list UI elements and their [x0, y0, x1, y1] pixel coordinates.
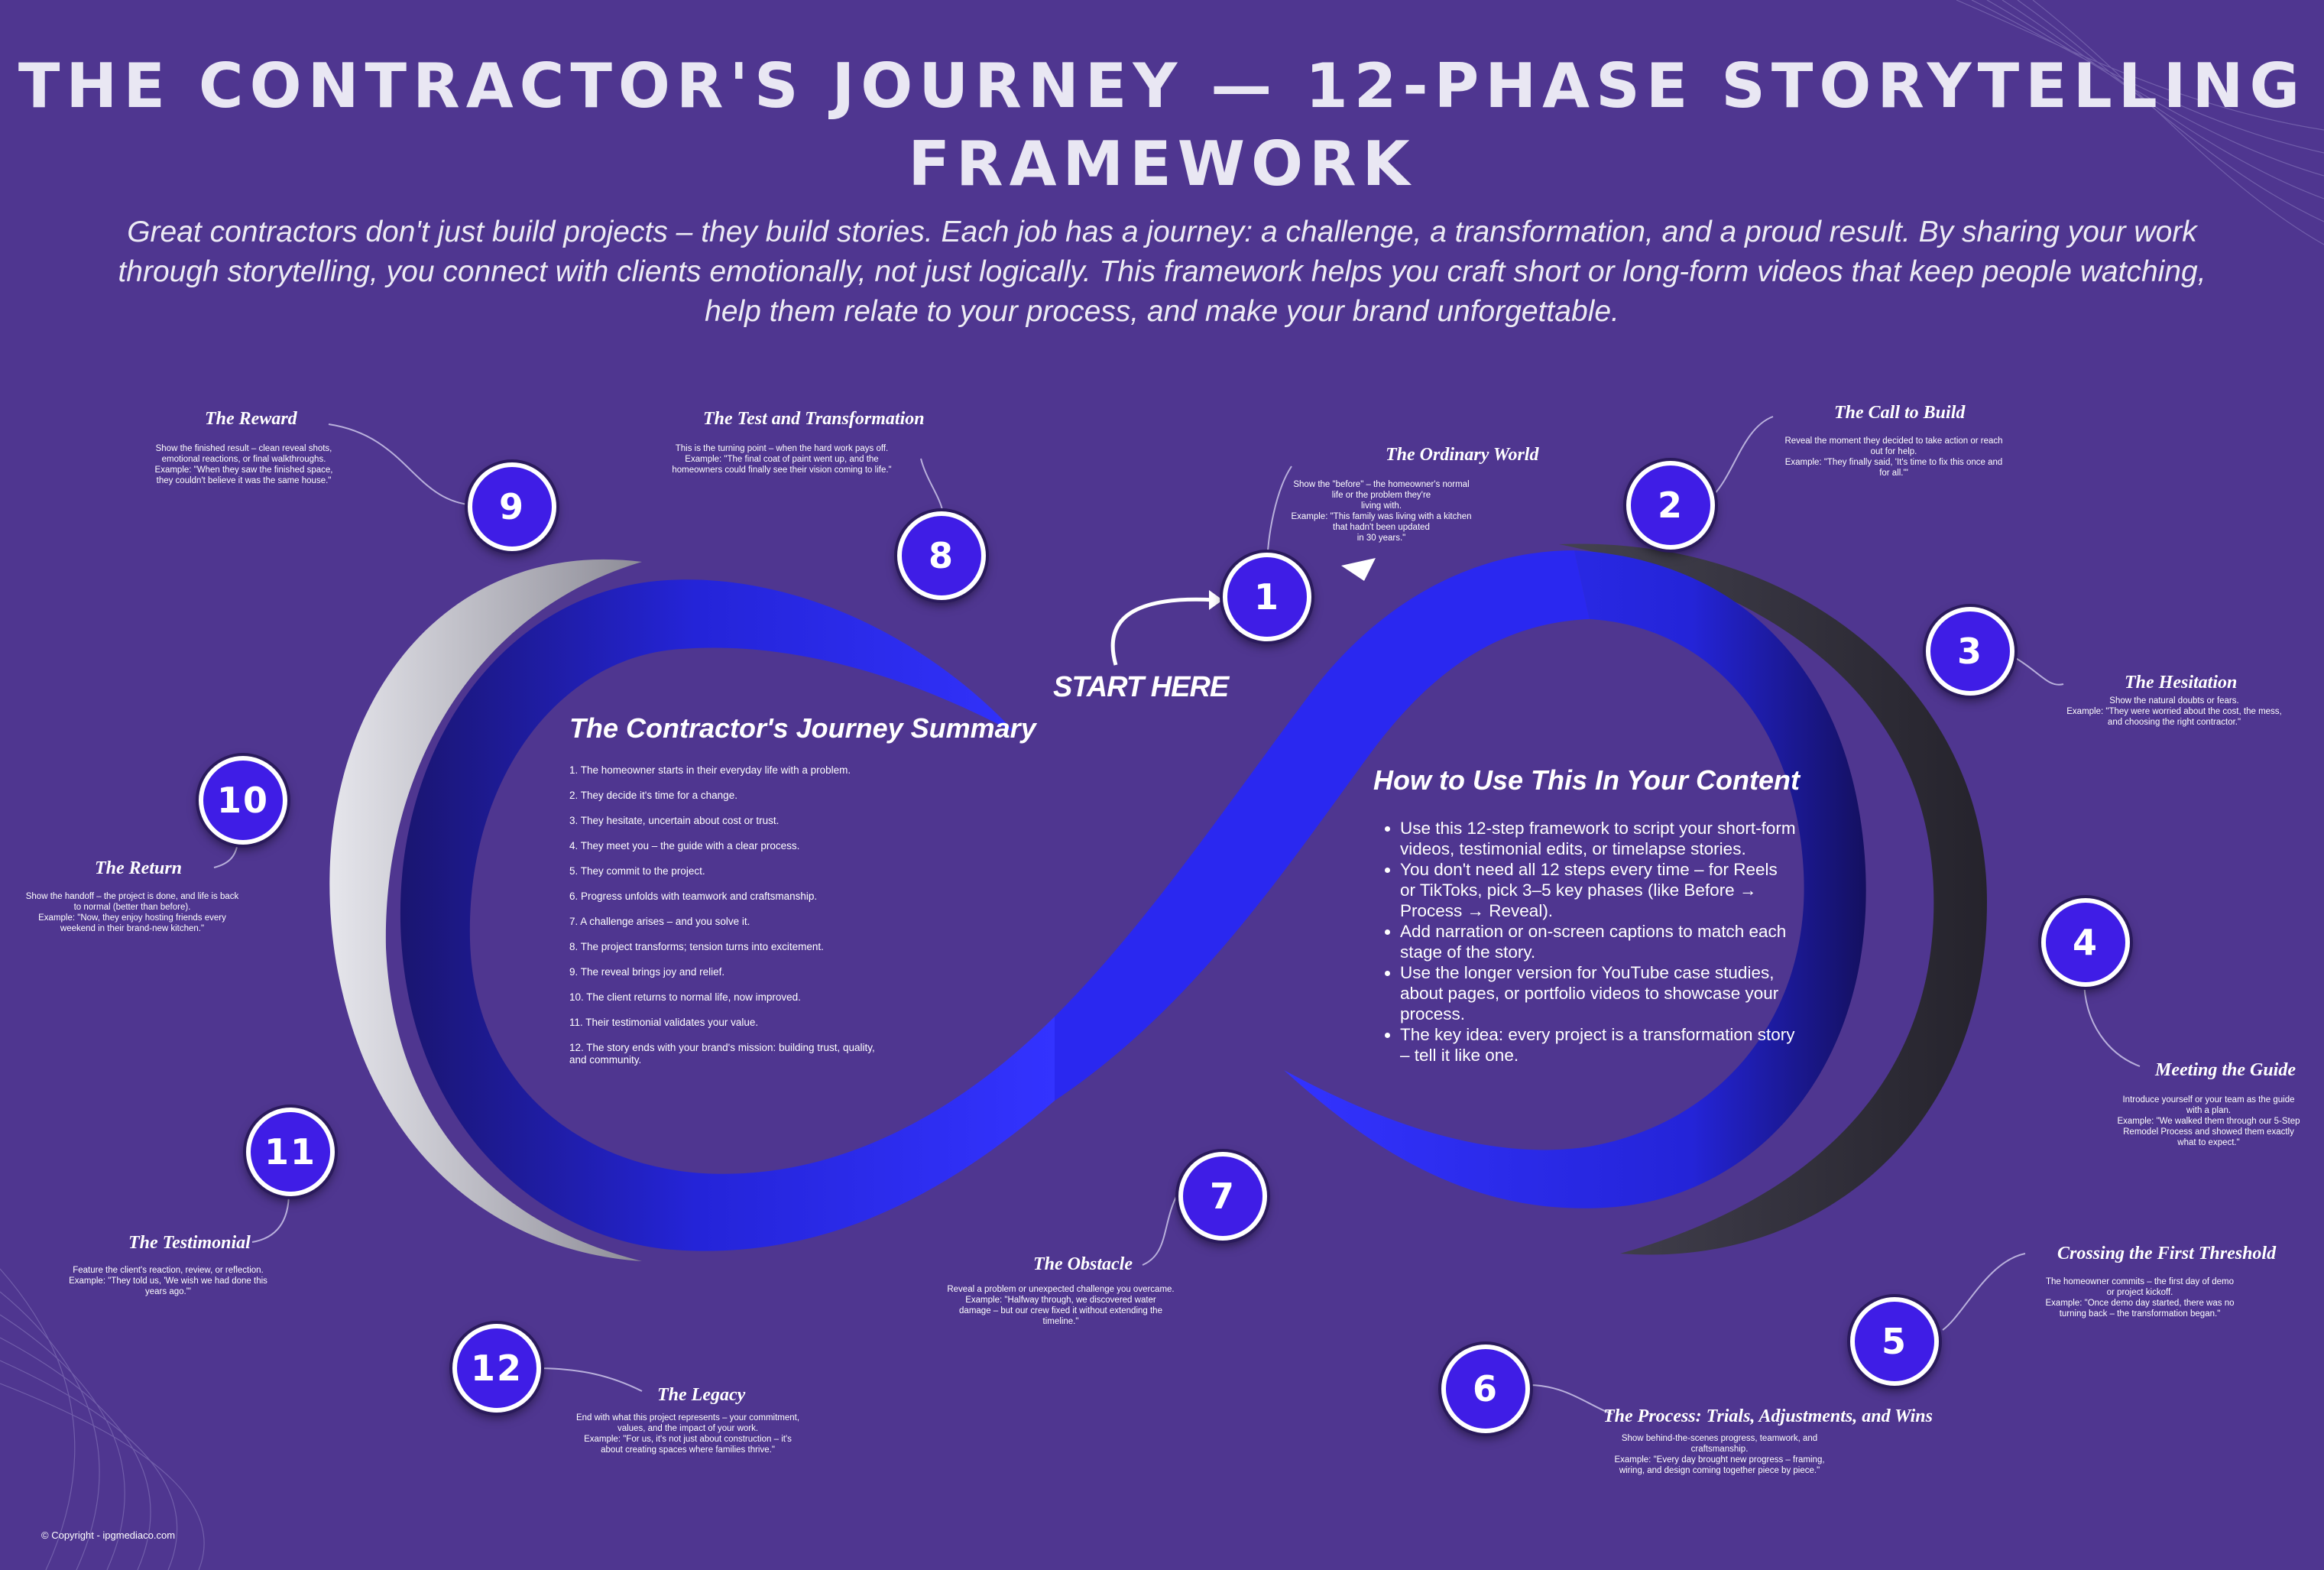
- phase-12-circle[interactable]: 12: [452, 1324, 541, 1413]
- phase-2-title: The Call to Build: [1834, 403, 1966, 423]
- summary-item: 3. They hesitate, uncertain about cost o…: [569, 815, 780, 826]
- phase-4-description: Introduce yourself or your team as the g…: [2117, 1095, 2300, 1147]
- phase-7-circle[interactable]: 7: [1178, 1152, 1267, 1241]
- howto-list: Use this 12-step framework to script you…: [1383, 818, 1797, 1066]
- summary-item: 7. A challenge arises – and you solve it…: [569, 916, 750, 927]
- phase-8-title: The Test and Transformation: [703, 409, 925, 429]
- howto-item: Use the longer version for YouTube case …: [1400, 962, 1797, 1024]
- page-title: THE CONTRACTOR'S JOURNEY — 12-PHASE STOR…: [0, 47, 2324, 203]
- phase-12-title: The Legacy: [657, 1385, 746, 1405]
- summary-item: 11. Their testimonial validates your val…: [569, 1017, 759, 1028]
- phase-10-description: Show the handoff – the project is done, …: [25, 892, 239, 933]
- left-loop-grey-band: [329, 559, 642, 1261]
- copyright-notice: © Copyright - ipgmediaco.com: [41, 1529, 175, 1541]
- summary-item: 10. The client returns to normal life, n…: [569, 991, 801, 1003]
- page-title-text: THE CONTRACTOR'S JOURNEY — 12-PHASE STOR…: [18, 50, 2306, 199]
- start-arrowhead: [1209, 590, 1223, 610]
- phase-5-circle[interactable]: 5: [1850, 1297, 1939, 1386]
- phase-7-description: Reveal a problem or unexpected challenge…: [947, 1285, 1175, 1326]
- summary-item: 5. They commit to the project.: [569, 865, 705, 877]
- phase-3-title: The Hesitation: [2125, 673, 2238, 693]
- phase-11-title: The Testimonial: [128, 1233, 251, 1253]
- phase-12-description: End with what this project represents – …: [575, 1413, 800, 1455]
- intro-paragraph: Great contractors don't just build proje…: [118, 216, 2206, 328]
- start-here-label: START HERE: [1053, 671, 1229, 703]
- phase-9-description: Show the finished result – clean reveal …: [154, 444, 333, 485]
- phase-6-title: The Process: Trials, Adjustments, and Wi…: [1603, 1406, 1933, 1426]
- phase-5-title: Crossing the First Threshold: [2057, 1244, 2277, 1263]
- phase-8-circle[interactable]: 8: [897, 511, 986, 600]
- summary-item: 4. They meet you – the guide with a clea…: [569, 840, 800, 851]
- howto-item: Add narration or on-screen captions to m…: [1400, 921, 1797, 962]
- phase-3-circle[interactable]: 3: [1926, 607, 2014, 696]
- phase-2-circle[interactable]: 2: [1626, 461, 1715, 550]
- phase-1-description: Show the "before" – the homeowner's norm…: [1291, 480, 1472, 543]
- summary-item: 2. They decide it's time for a change.: [569, 790, 737, 801]
- phase-4-title: Meeting the Guide: [2155, 1060, 2296, 1080]
- phase-11-description: Feature the client's reaction, review, o…: [69, 1266, 267, 1296]
- copyright-text: Copyright - ipgmediaco.com: [51, 1529, 176, 1541]
- howto-title: How to Use This In Your Content: [1373, 764, 1800, 796]
- summary-item: 9. The reveal brings joy and relief.: [569, 966, 725, 978]
- phase-1-circle[interactable]: 1: [1223, 553, 1311, 641]
- phase-5-description: The homeowner commits – the first day of…: [2045, 1277, 2235, 1319]
- summary-item: 12. The story ends with your brand's mis…: [569, 1042, 875, 1066]
- phase-10-title: The Return: [95, 858, 183, 878]
- summary-item: 8. The project transforms; tension turns…: [569, 941, 824, 952]
- phase-8-description: This is the turning point – when the har…: [672, 444, 892, 475]
- direction-arrow: [1341, 558, 1376, 581]
- howto-item: Use this 12-step framework to script you…: [1400, 818, 1797, 859]
- phase-9-circle[interactable]: 9: [468, 462, 556, 551]
- copyright-icon: ©: [41, 1529, 52, 1541]
- phase-2-description: Reveal the moment they decided to take a…: [1784, 436, 2003, 478]
- phase-6-description: Show behind-the-scenes progress, teamwor…: [1614, 1434, 1825, 1475]
- phase-4-circle[interactable]: 4: [2041, 898, 2130, 987]
- start-arrow: [1110, 597, 1216, 666]
- summary-item: 6. Progress unfolds with teamwork and cr…: [569, 890, 818, 902]
- phase-9-title: The Reward: [205, 409, 297, 429]
- howto-item: The key idea: every project is a transfo…: [1400, 1024, 1797, 1066]
- phase-10-circle[interactable]: 10: [199, 756, 287, 845]
- phase-7-title: The Obstacle: [1033, 1254, 1133, 1274]
- center-blue-band: [1055, 550, 1590, 1101]
- howto-item: You don't need all 12 steps every time –…: [1400, 859, 1797, 921]
- phase-6-circle[interactable]: 6: [1441, 1345, 1530, 1433]
- summary-title: The Contractor's Journey Summary: [569, 712, 1036, 744]
- summary-item: 1. The homeowner starts in their everyda…: [569, 764, 851, 776]
- phase-11-circle[interactable]: 11: [246, 1108, 335, 1196]
- phase-3-description: Show the natural doubts or fears.Example…: [2066, 696, 2282, 727]
- summary-list: 1. The homeowner starts in their everyda…: [569, 764, 890, 1079]
- phase-1-title: The Ordinary World: [1386, 445, 1539, 465]
